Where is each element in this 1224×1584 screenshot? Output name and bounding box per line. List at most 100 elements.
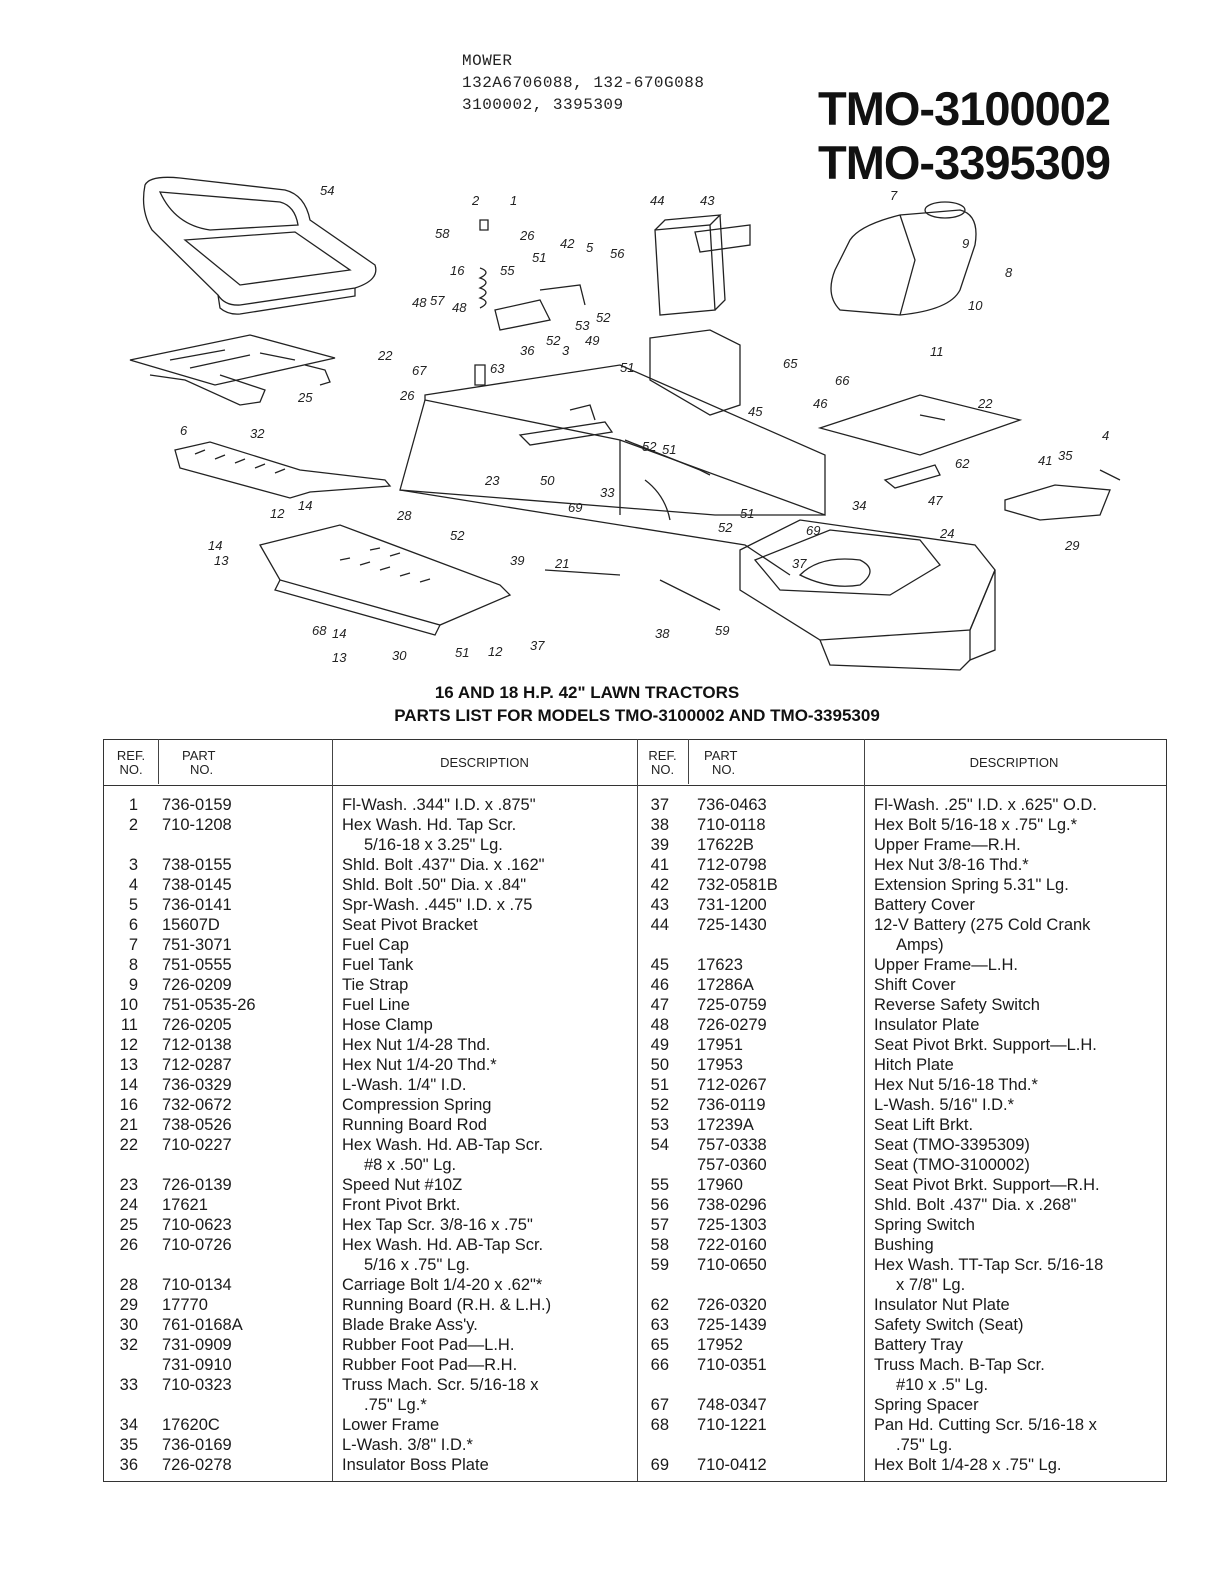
callout: 10 bbox=[968, 298, 983, 313]
table-row: 57 725-1303 Spring Switch bbox=[104, 1215, 1166, 1235]
part-number: 725-1439 bbox=[697, 1316, 767, 1334]
callout: 69 bbox=[806, 523, 820, 538]
part-description: Seat Pivot Bracket bbox=[342, 916, 478, 934]
callout: 2 bbox=[471, 193, 480, 208]
ref-number: 50 bbox=[650, 1056, 669, 1074]
part-description-continued: Amps) bbox=[896, 936, 944, 954]
part-number: 732-0581B bbox=[697, 876, 778, 894]
callout: 51 bbox=[620, 360, 634, 375]
col-ref-header: REF.NO. bbox=[116, 747, 146, 777]
part-description-continued: 5/16 x .75" Lg. bbox=[364, 1256, 470, 1274]
callout: 12 bbox=[488, 644, 503, 659]
part-number: 17239A bbox=[697, 1116, 754, 1134]
part-number: 757-0338 bbox=[697, 1136, 767, 1154]
ref-number: 35 bbox=[119, 1436, 138, 1454]
callout: 13 bbox=[214, 553, 229, 568]
part-description-continued: .75" Lg. bbox=[896, 1436, 953, 1454]
part-number: 710-1221 bbox=[697, 1416, 767, 1434]
part-description: Running Board Rod bbox=[342, 1116, 487, 1134]
callout: 48 bbox=[452, 300, 467, 315]
part-description: Fuel Tank bbox=[342, 956, 414, 974]
caption-subtitle: PARTS LIST FOR MODELS TMO-3100002 AND TM… bbox=[394, 706, 880, 725]
part-description: Shld. Bolt .437" Dia. x .268" bbox=[874, 1196, 1077, 1214]
part-description: Pan Hd. Cutting Scr. 5/16-18 x bbox=[874, 1416, 1097, 1434]
callout: 6 bbox=[180, 423, 188, 438]
part-description: Upper Frame—L.H. bbox=[874, 956, 1018, 974]
col-divider bbox=[158, 739, 159, 784]
callout: 22 bbox=[977, 396, 993, 411]
col-divider bbox=[637, 739, 638, 1481]
col-divider bbox=[688, 739, 689, 784]
callout: 45 bbox=[748, 404, 763, 419]
part-number: 736-0169 bbox=[162, 1436, 232, 1454]
part-number: 710-0726 bbox=[162, 1236, 232, 1254]
part-number: 17620C bbox=[162, 1416, 220, 1434]
part-number: 710-0134 bbox=[162, 1276, 232, 1294]
ref-number: 36 bbox=[119, 1456, 138, 1474]
running-board-left-drawing bbox=[259, 524, 512, 636]
callout: 39 bbox=[510, 553, 524, 568]
part-description: Seat Lift Brkt. bbox=[874, 1116, 974, 1134]
part-description: Spring Switch bbox=[874, 1216, 975, 1234]
col-ref-header-right: REF.NO. bbox=[648, 747, 677, 777]
ref-number: 23 bbox=[119, 1176, 138, 1194]
part-description: Fl-Wash. .25" I.D. x .625" O.D. bbox=[874, 796, 1097, 814]
part-number: 725-1303 bbox=[697, 1216, 767, 1234]
callout: 8 bbox=[1005, 265, 1013, 280]
ref-number: 30 bbox=[119, 1316, 138, 1334]
callout: 21 bbox=[554, 556, 569, 571]
callout: 63 bbox=[490, 361, 505, 376]
part-description: Bushing bbox=[874, 1236, 934, 1254]
ref-number: 68 bbox=[650, 1416, 669, 1434]
part-number: 738-0526 bbox=[162, 1116, 232, 1134]
part-description: L-Wash. 1/4" I.D. bbox=[342, 1076, 467, 1094]
part-number: 710-0650 bbox=[697, 1256, 767, 1274]
part-description: Truss Mach. B-Tap Scr. bbox=[874, 1356, 1045, 1374]
callout: 11 bbox=[930, 344, 944, 359]
header-numbers-line2: 3100002, 3395309 bbox=[462, 96, 624, 114]
part-number: 726-0278 bbox=[162, 1456, 232, 1474]
header-category: MOWER bbox=[462, 52, 513, 70]
callout: 54 bbox=[320, 183, 334, 198]
callout: 16 bbox=[450, 263, 465, 278]
part-description: Battery Tray bbox=[874, 1336, 963, 1354]
ref-number: 69 bbox=[650, 1456, 669, 1474]
callout: 35 bbox=[1058, 448, 1073, 463]
callout: 50 bbox=[540, 473, 555, 488]
part-number: 725-1430 bbox=[697, 916, 767, 934]
callout: 14 bbox=[332, 626, 346, 641]
ref-number: 47 bbox=[650, 996, 669, 1014]
part-number: 710-0351 bbox=[697, 1356, 767, 1374]
ref-number: 3 bbox=[128, 856, 138, 874]
ref-number: 58 bbox=[650, 1236, 669, 1254]
callout: 14 bbox=[208, 538, 222, 553]
model-title: TMO-3100002 TMO-3395309 bbox=[818, 82, 1111, 190]
ref-number: 32 bbox=[119, 1336, 138, 1354]
ref-number: 21 bbox=[119, 1116, 138, 1134]
ref-number: 39 bbox=[650, 836, 669, 854]
ref-number: 8 bbox=[128, 956, 138, 974]
callout: 4 bbox=[1102, 428, 1109, 443]
part-number: 710-0323 bbox=[162, 1376, 232, 1394]
ref-number: 33 bbox=[119, 1376, 138, 1394]
part-description: 12-V Battery (275 Cold Crank bbox=[874, 916, 1091, 934]
ref-number: 57 bbox=[650, 1216, 669, 1234]
part-description: Hex Tap Scr. 3/8-16 x .75" bbox=[342, 1216, 533, 1234]
callout: 58 bbox=[435, 226, 450, 241]
part-description: Shld. Bolt .437" Dia. x .162" bbox=[342, 856, 545, 874]
part-number: 17952 bbox=[697, 1336, 743, 1354]
